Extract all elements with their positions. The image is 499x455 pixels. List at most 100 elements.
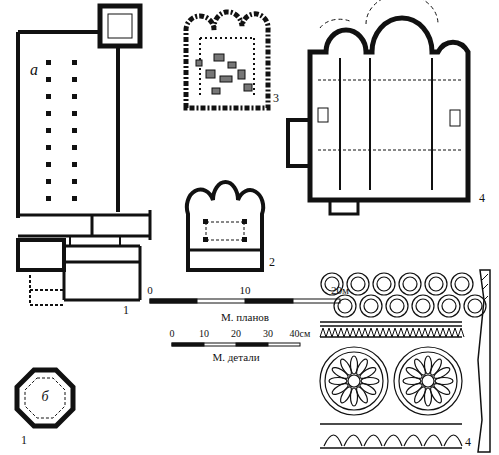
plan-3-ruin-part-part — [212, 88, 220, 94]
colonnade-part — [72, 60, 77, 65]
ornament-detail-part-part — [325, 352, 383, 410]
ornament-detail-part-part — [358, 365, 377, 380]
plan-2-part-part — [203, 237, 208, 242]
plan-2-part — [187, 182, 263, 270]
plan-2-part-part — [242, 237, 247, 242]
ornament-detail-part-part — [455, 277, 469, 291]
scale-tick-label: 40см — [290, 329, 311, 339]
plan-3-ruin-part-part — [244, 84, 252, 91]
ornament-detail-part-part — [403, 277, 417, 291]
plan-scale — [150, 299, 340, 303]
colonnade-part — [46, 196, 51, 201]
ornament-detail-part — [324, 435, 462, 446]
plan-1b-octagon-part — [17, 370, 73, 426]
plan-4-part — [450, 110, 460, 126]
scale-title: М. детали — [212, 352, 259, 363]
plan-1-part — [64, 246, 140, 300]
plan-3-ruin-part-part — [238, 70, 245, 79]
plan-3-ruin-part — [196, 54, 252, 94]
colonnade-part — [72, 196, 77, 201]
plan-3-ruin — [186, 12, 268, 108]
plan-letter: б — [41, 390, 48, 404]
plan-2-part — [206, 222, 244, 240]
ornament-detail-part-part — [384, 435, 402, 446]
figure-number: 1 — [21, 434, 27, 446]
plan-1-part — [18, 32, 118, 218]
ornament-detail-part-part — [394, 347, 462, 415]
ornament-detail-part-part — [344, 435, 362, 446]
ornament-detail-part-part — [334, 295, 356, 317]
ornament-detail-part-part — [390, 299, 404, 313]
ornament-detail-part-part — [444, 435, 462, 446]
scale-tick-label: 30 — [263, 329, 273, 339]
ornament-detail-part — [320, 328, 464, 337]
ornament-detail-part-part — [347, 273, 369, 295]
ornament-detail-part-part — [438, 295, 460, 317]
ornament-detail-part-part — [451, 273, 473, 295]
ornament-detail-part-part — [468, 299, 482, 313]
ornament-detail-part-part — [399, 352, 457, 410]
plan-letter: а — [30, 62, 38, 78]
plan-1-part — [18, 210, 150, 240]
scale-tick-label: 20 — [231, 329, 241, 339]
scale-tick-label: 10 — [240, 285, 251, 296]
ornament-detail-part-part — [416, 299, 430, 313]
figure-number: 2 — [269, 256, 275, 268]
detail-scale-part — [172, 343, 204, 346]
plan-4-part — [320, 0, 438, 28]
plan-4-part — [330, 200, 358, 214]
colonnade-part — [72, 77, 77, 82]
colonnade-part — [72, 111, 77, 116]
colonnade-part — [46, 162, 51, 167]
plan-1b-octagon-part — [25, 378, 65, 418]
plan-1-part — [70, 236, 120, 246]
plan-3-ruin-part-part — [214, 54, 224, 61]
plan-1-part — [30, 275, 64, 305]
profile-section-part — [482, 274, 488, 300]
ornament-detail-part-part — [348, 375, 360, 387]
figure-number: 3 — [273, 92, 279, 104]
ornament-detail-part-part — [432, 365, 451, 380]
plan-scale-part — [150, 299, 197, 303]
ornament-detail-part-part — [425, 273, 447, 295]
plan-2 — [187, 182, 263, 270]
plan-scale-part — [245, 299, 293, 303]
plan-4-part — [318, 108, 328, 122]
colonnade-part — [46, 77, 51, 82]
profile-section-part — [478, 270, 490, 452]
colonnade-part — [46, 128, 51, 133]
profile-section — [478, 270, 490, 452]
plan-2-part-part — [242, 219, 247, 224]
colonnade-part — [46, 145, 51, 150]
ornament-detail-part-part — [320, 347, 388, 415]
figure-number: 4 — [465, 436, 471, 448]
figure-number: 1 — [123, 304, 129, 316]
colonnade-part — [46, 60, 51, 65]
plan-3-ruin-part-part — [206, 70, 215, 78]
colonnade-part — [46, 179, 51, 184]
scale-title: М. планов — [221, 312, 269, 323]
ornament-detail-part — [321, 273, 486, 317]
colonnade-part — [72, 179, 77, 184]
colonnade-part — [72, 162, 77, 167]
plan-3-ruin-part-part — [220, 76, 232, 82]
plan-2-part-part — [203, 219, 208, 224]
plan-2-part — [188, 249, 262, 252]
ornament-detail-part-part — [324, 435, 342, 446]
plan-3-ruin-part-part — [196, 60, 202, 66]
plan-3-ruin-part-part — [228, 62, 236, 68]
ornament-detail-part-part — [424, 435, 442, 446]
colonnade-part — [46, 111, 51, 116]
scale-tick-label: 10 — [199, 329, 209, 339]
ornament-detail-part-part — [360, 295, 382, 317]
detail-scale — [172, 343, 300, 346]
ornament-detail-part-part — [338, 299, 352, 313]
plan-1 — [18, 6, 150, 305]
colonnade-part — [72, 94, 77, 99]
ornament-detail-part-part — [364, 299, 378, 313]
figure-number: 4 — [479, 192, 485, 204]
ornament-detail-part-part — [373, 273, 395, 295]
colonnade-part — [72, 128, 77, 133]
ornament-detail — [320, 273, 486, 448]
